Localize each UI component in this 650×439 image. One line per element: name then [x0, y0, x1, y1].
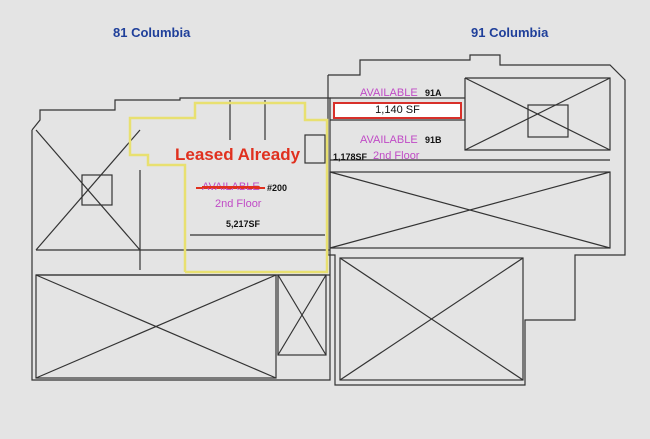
suite-91b-floor: 2nd Floor — [373, 150, 420, 162]
right-building-outline — [327, 54, 626, 386]
leased-outline — [128, 101, 329, 274]
suite-200-area: 5,217SF — [226, 219, 261, 229]
suite-91a-area: 1,140 SF — [333, 102, 462, 119]
suite-200-unit: #200 — [267, 183, 288, 193]
suite-200-floor: 2nd Floor — [215, 198, 262, 210]
suite-91a-unit: 91A — [425, 88, 442, 98]
suite-91b-unit: 91B — [425, 135, 442, 145]
suite-91b-area: 1,178SF — [333, 152, 368, 162]
leased-already-label: Leased Already — [175, 145, 301, 164]
building-label-91-columbia: 91 Columbia — [471, 25, 549, 40]
left-building-outline — [31, 97, 331, 381]
suite-91b-status: AVAILABLE — [360, 134, 418, 146]
building-label-81-columbia: 81 Columbia — [113, 25, 191, 40]
suite-91a-status: AVAILABLE — [360, 87, 418, 99]
suite-200-status: AVAILABLE — [202, 181, 260, 193]
